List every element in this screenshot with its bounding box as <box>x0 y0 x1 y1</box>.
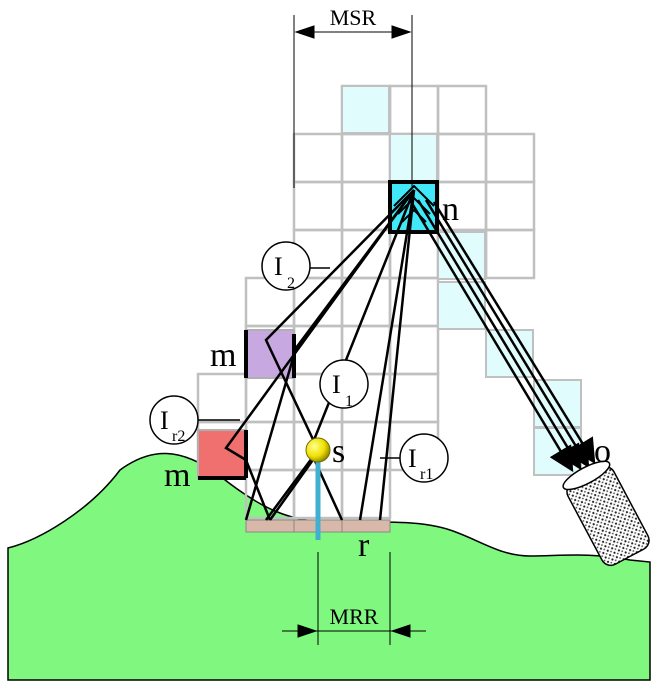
ground-terrain <box>7 452 651 681</box>
grid-cell <box>484 132 536 184</box>
grid-cell <box>388 84 440 136</box>
grid-cell <box>388 372 440 424</box>
grid-cell <box>196 372 248 424</box>
label-m-lower: m <box>164 457 190 494</box>
svg-text:2: 2 <box>287 275 295 292</box>
mrr-dimension <box>282 552 426 645</box>
grid-cell <box>340 468 392 520</box>
grid-cell <box>340 420 392 472</box>
label-r: r <box>358 527 370 564</box>
grid-cell <box>388 228 440 280</box>
svg-text:r1: r1 <box>420 466 433 483</box>
grid-cell <box>292 132 344 184</box>
callout-i2: I 2 <box>261 241 330 292</box>
grid-cell <box>484 228 536 280</box>
msr-label: MSR <box>330 5 377 30</box>
mrr-label: MRR <box>330 604 379 629</box>
mirror-cell-lower <box>197 429 247 479</box>
svg-text:I: I <box>160 406 169 435</box>
label-n: n <box>442 191 459 228</box>
svg-text:r2: r2 <box>172 428 185 445</box>
source-ball <box>305 437 331 463</box>
label-s: s <box>332 433 345 470</box>
svg-text:1: 1 <box>345 393 353 410</box>
svg-text:I: I <box>408 444 417 473</box>
grid-cell <box>436 84 488 136</box>
svg-text:I: I <box>332 370 341 399</box>
callout-i1: I 1 <box>319 359 369 410</box>
sensor-cylinder <box>562 460 650 567</box>
grid-cell <box>340 276 392 328</box>
ray-paths <box>224 189 416 521</box>
callout-ir2: I r2 <box>149 395 240 445</box>
msr-dimension <box>293 15 413 188</box>
grid-cell <box>484 180 536 232</box>
grid-cell <box>340 132 392 184</box>
label-m-upper: m <box>210 337 236 374</box>
grid-cell <box>244 420 296 472</box>
svg-text:I: I <box>274 252 283 281</box>
grid-cell <box>436 132 488 184</box>
callout-ir1: I r1 <box>380 433 449 483</box>
label-o: o <box>594 433 611 470</box>
beam-bundle <box>408 199 596 473</box>
grid-cell <box>292 180 344 232</box>
